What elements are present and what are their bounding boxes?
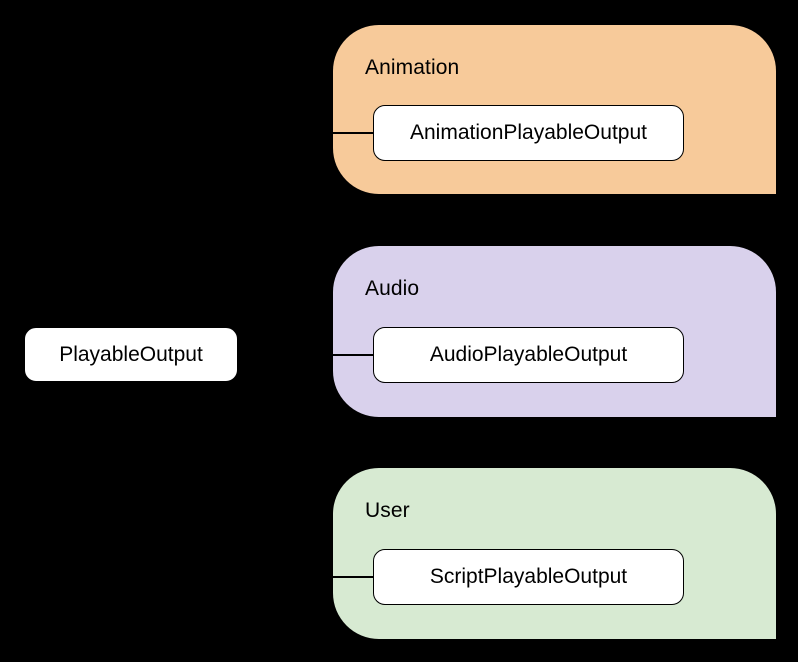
node-playable-output[interactable]: PlayableOutput (24, 327, 238, 382)
group-label-audio: Audio (365, 277, 420, 300)
node-label: AnimationPlayableOutput (410, 121, 647, 144)
group-label-animation: Animation (365, 56, 460, 79)
group-animation[interactable]: Animation AnimationPlayableOutput (333, 25, 776, 194)
group-user[interactable]: User ScriptPlayableOutput (333, 468, 776, 639)
connector-line-audio (333, 354, 374, 356)
node-audio-playable-output[interactable]: AudioPlayableOutput (373, 327, 684, 383)
connector-line-animation (333, 132, 374, 134)
group-audio[interactable]: Audio AudioPlayableOutput (333, 246, 776, 417)
node-animation-playable-output[interactable]: AnimationPlayableOutput (373, 105, 684, 161)
node-label: AudioPlayableOutput (429, 343, 628, 366)
node-label: ScriptPlayableOutput (429, 565, 628, 588)
node-script-playable-output[interactable]: ScriptPlayableOutput (373, 549, 684, 605)
connector-line-user (333, 576, 374, 578)
group-label-user: User (365, 499, 410, 522)
node-label: PlayableOutput (59, 342, 203, 366)
